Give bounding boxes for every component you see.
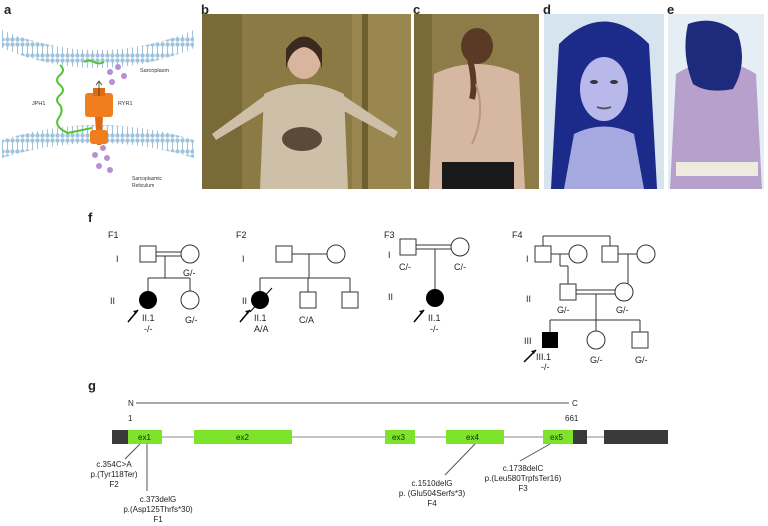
f4-gen-II: II [526,294,531,304]
exon-4-label: ex4 [466,433,479,442]
mutation-2-family: F1 [153,515,163,524]
utr-3b [604,430,668,444]
f1-sibling-genotype: G/- [185,315,198,325]
panel-label-d: d [543,2,551,17]
utr-3a [573,430,587,444]
mutation-1-family: F2 [109,480,119,489]
photo-b-patient-front [202,14,411,189]
protein-start: 1 [128,414,133,423]
f3-father-genotype: C/- [399,262,411,272]
exon-5-label: ex5 [550,433,563,442]
mutation-1-cdna: c.354C>A [96,460,132,469]
f3-proband-genotype: -/- [430,324,439,334]
f1-proband-id: II.1 [142,313,155,323]
panel-label-e: e [667,2,675,17]
exon-5 [543,430,573,444]
panel-label-g: g [88,378,96,393]
f4-gen-III: III [524,336,532,346]
mutation-1-protein: p.(Tyr118Ter) [91,470,138,479]
jph1-label: JPH1 [32,101,45,107]
sr-label-line2: Reticulum [132,183,154,189]
exon-2-label: ex2 [236,433,249,442]
f1-label: F1 [108,230,119,240]
triad-schematic: Sarcoplasm JPH1 RYR1 Sarcoplasmic Reticu… [2,30,194,189]
mutation-3-family: F4 [427,499,437,508]
mutation-2-protein: p.(Asp125Thrfs*30) [123,505,193,514]
f2-sibling-genotype: C/A [299,315,314,325]
f4-proband-genotype: -/- [541,362,550,372]
f2-proband-id: II.1 [254,313,267,323]
pedigree-panel: F1 I II G/- II.1 -/- G/- F2 I II [108,230,656,372]
pedigree-f3: F3 I II C/- C/- II.1 -/- [384,230,470,334]
f3-gen-I: I [388,250,391,260]
panel-label-a: a [4,2,12,17]
f1-proband-genotype: -/- [144,324,153,334]
f3-proband-id: II.1 [428,313,441,323]
sr-label-line1: Sarcoplasmic [132,176,163,182]
calcium-ions [92,64,127,173]
f4-sib1-genotype: G/- [590,355,603,365]
f2-proband-genotype: A/A [254,324,269,334]
exon-1-label: ex1 [138,433,151,442]
photo-c-patient-back [414,14,539,189]
mutation-4-family: F3 [518,484,528,493]
mutation-4-cdna: c.1738delC [503,464,544,473]
exon-4 [446,430,504,444]
c-terminus-label: C [572,399,578,408]
ryr1-label: RYR1 [118,101,133,107]
f3-gen-II: II [388,292,393,302]
f4-sib2-genotype: G/- [635,355,648,365]
gene-structure-diagram: N C 1 661 ex1 ex2 ex3 ex4 ex5 c.354C>A p… [91,399,668,524]
f1-father-genotype: G/- [183,268,196,278]
mutation-2-cdna: c.373delG [140,495,176,504]
panel-label-f: f [88,210,93,225]
sarcoplasm-label: Sarcoplasm [140,68,169,74]
mutation-3-protein: p. (Glu504Serfs*3) [399,489,466,498]
exon-2 [194,430,292,444]
panel-label-c: c [413,2,421,17]
f4-father-genotype: G/- [557,305,570,315]
f4-proband-id: III.1 [536,352,551,362]
panel-label-b: b [201,2,209,17]
mutation-4-protein: p.(Leu580TrpfsTer16) [485,474,562,483]
f3-mother-genotype: C/- [454,262,466,272]
exon-3-label: ex3 [392,433,405,442]
pedigree-f4: F4 I II III G/- G/- [512,230,656,372]
pedigree-f2: F2 I II II.1 A/A C/A [236,230,359,334]
pedigree-f1: F1 I II G/- II.1 -/- G/- [108,230,200,334]
ryr1-channel [85,80,113,145]
f1-gen-I: I [116,254,119,264]
f2-gen-I: I [242,254,245,264]
upper-membrane [2,30,194,68]
mutation-3-cdna: c.1510delG [412,479,453,488]
f1-gen-II: II [110,296,115,306]
utr-5 [112,430,128,444]
f4-mother-genotype: G/- [616,305,629,315]
f4-gen-I: I [526,254,529,264]
n-terminus-label: N [128,399,134,408]
f4-label: F4 [512,230,523,240]
protein-end: 661 [565,414,579,423]
photo-d-patient-face [544,14,664,189]
f2-label: F2 [236,230,247,240]
photo-e-patient-back [668,14,764,189]
jph1-protein [56,64,93,135]
f2-gen-II: II [242,296,247,306]
exon-1 [128,430,162,444]
exon-3 [385,430,415,444]
f3-label: F3 [384,230,395,240]
